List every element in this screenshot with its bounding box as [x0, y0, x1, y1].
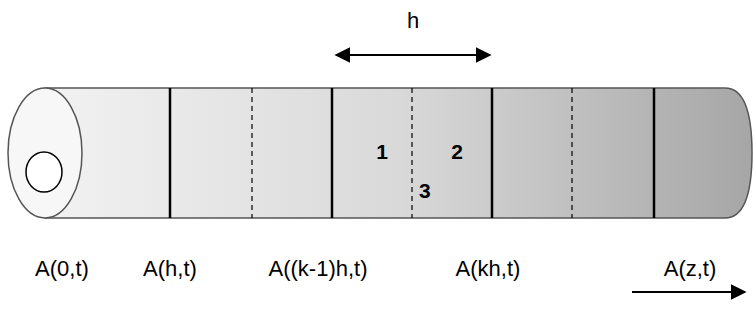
tube-end-face [8, 88, 82, 218]
tube-hole [26, 152, 62, 192]
dimension-arrow [336, 54, 490, 56]
region-number: 2 [451, 141, 463, 162]
dimension-label: h [407, 10, 419, 32]
region-number: 3 [419, 180, 431, 201]
region-number: 1 [376, 141, 388, 162]
section-lines [170, 88, 654, 218]
area-label: A((k-1)h,t) [269, 258, 368, 280]
area-label: A(z,t) [664, 258, 717, 280]
tube-body [45, 88, 752, 218]
direction-arrow [632, 291, 745, 293]
area-label: A(0,t) [35, 258, 89, 280]
area-label: A(h,t) [143, 258, 197, 280]
area-label: A(kh,t) [456, 258, 521, 280]
midpoint-lines [252, 88, 572, 218]
